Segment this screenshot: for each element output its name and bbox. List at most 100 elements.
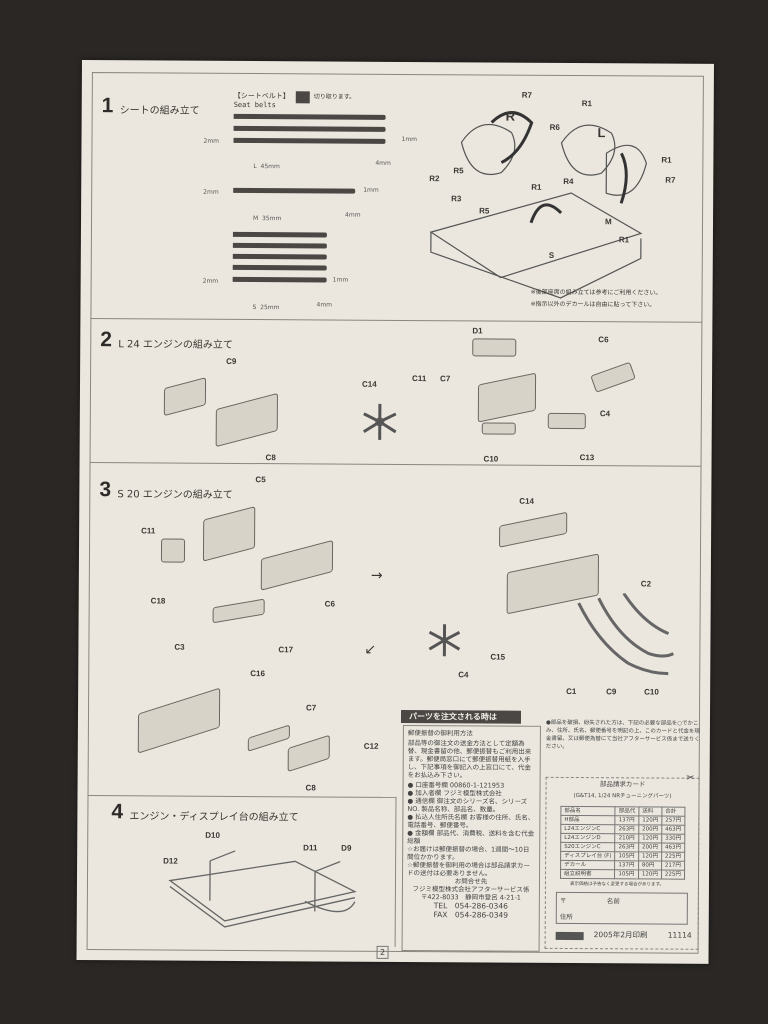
- dim-label: 4mm: [345, 211, 361, 219]
- order-header: パーツを注文される時は: [400, 709, 522, 724]
- table-cell: 200円: [638, 824, 662, 835]
- part-label: C8: [305, 783, 316, 793]
- card-title: 部品請求カード: [599, 780, 646, 789]
- dim-label: 1mm: [363, 186, 379, 194]
- card-note: ☆郵便振替を御利用の場合は部品請求カードの送付は必要ありません。: [407, 861, 530, 878]
- part-label: C5: [255, 475, 266, 485]
- delivery-note: ☆お届けは郵便振替の場合、1週間～10日間位かかります。: [407, 845, 530, 862]
- table-cell: 263円: [615, 842, 639, 852]
- table-cell: 105円: [614, 851, 639, 861]
- belt-l-mark: L 45mm: [253, 163, 280, 171]
- fan-illustration: [428, 624, 461, 657]
- belt-s: [232, 253, 327, 260]
- step-2-title: L 24 エンジンの組み立て: [118, 339, 233, 351]
- table-cell: 330円: [661, 834, 685, 844]
- table-cell: 120円: [638, 833, 662, 844]
- method-body: 部品等の御注文の送金方法として定額為替、現金書留の他、郵便振替もご利用出来ます。…: [407, 739, 532, 780]
- part-label: C4: [599, 409, 611, 419]
- rear-seat-note: ※後部座席の組み立ては参考にご利用ください。: [530, 288, 662, 297]
- table-cell: 463円: [661, 843, 685, 853]
- dim-label: 4mm: [316, 301, 333, 309]
- table-cell: 137円: [614, 860, 639, 870]
- table-cell: 80円: [638, 860, 662, 871]
- table-cell: 137円: [615, 815, 639, 825]
- table-cell: 120円: [638, 851, 662, 862]
- table-cell: L24エンジンD: [560, 833, 616, 843]
- dim-label: 4mm: [375, 159, 391, 167]
- table-cell: 組立説明書: [560, 869, 615, 879]
- part-label: D10: [205, 830, 220, 840]
- belt-s: [232, 242, 327, 249]
- part-label: C3: [174, 642, 185, 652]
- step-4-number: 4: [111, 800, 124, 824]
- column-header: 送料: [638, 806, 662, 817]
- step-3-number: 3: [99, 478, 112, 502]
- product-code: 11114: [667, 930, 692, 940]
- belt-m: [233, 187, 356, 194]
- oil-pan: [481, 422, 516, 435]
- part-label: D1: [472, 326, 483, 336]
- part-label: C10: [483, 454, 499, 464]
- logo-mark: [555, 931, 584, 941]
- table-cell: 120円: [638, 815, 662, 826]
- belt-s-mark: S 25mm: [252, 304, 280, 312]
- part-label: C9: [606, 687, 617, 697]
- part-label: C11: [141, 526, 156, 536]
- table-cell: S20エンジンC: [560, 842, 616, 852]
- display-stand-illustration: [168, 850, 357, 928]
- belt-l: [233, 137, 386, 144]
- valve-cover: [472, 338, 517, 357]
- column-header: 部品名: [560, 806, 616, 816]
- step-2-number: 2: [100, 328, 113, 352]
- seatbelt-heading: 【シートベルト】: [233, 91, 290, 101]
- part-label: C1: [566, 686, 577, 697]
- column-header: 部品代: [615, 806, 639, 816]
- field-row: ● 金額欄 部品代、消費税、送料を含む代金総額: [407, 829, 535, 846]
- table-cell: L24エンジンC: [560, 824, 616, 834]
- exhaust-pipes-illustration: [577, 592, 675, 676]
- card-subtitle: (G&T14, 1/24 NRチューニングパーツ): [573, 793, 672, 800]
- belt-m-mark: M 35mm: [253, 215, 282, 223]
- part-label: R7: [521, 90, 533, 100]
- field-row: ● 通信欄 御注文のシリーズ名、シリーズ NO. 製品名称、部品名、数量。: [407, 797, 528, 814]
- part-label: C18: [150, 596, 166, 606]
- cut-note: 切り取ります。: [313, 93, 356, 101]
- step-3-title: S 20 エンジンの組み立て: [117, 489, 233, 501]
- decal-note: ※指示以外のデカールは自由に貼って下さい。: [530, 300, 656, 309]
- part-label: R6: [549, 122, 560, 132]
- dim-label: 2mm: [203, 188, 219, 196]
- bracket-part: [160, 538, 186, 563]
- table-cell: 263円: [615, 824, 639, 834]
- part-label: C12: [363, 741, 379, 751]
- dim-label: 2mm: [203, 137, 220, 145]
- part-label: C8: [265, 453, 276, 463]
- step-1-title: シートの組み立て: [119, 105, 200, 117]
- seatbelt-subheading: Seat belts: [233, 100, 276, 110]
- postal-transfer-box: 郵便振替の御利用方法 部品等の御注文の送金方法として定額為替、現金書留の他、郵便…: [401, 724, 541, 952]
- table-cell: デカール: [560, 860, 615, 870]
- field-row: ● 払込人住所氏名欄 お客様の住所、氏名、電話番号、郵便番号。: [407, 813, 535, 830]
- belt-l: [233, 125, 386, 132]
- part-label: L: [597, 125, 606, 141]
- step-1-number: 1: [101, 94, 114, 118]
- arrow-right-icon: →: [370, 567, 383, 584]
- table-cell: 257円: [661, 816, 685, 826]
- exhaust-manifold: [547, 412, 586, 430]
- part-label: C2: [640, 579, 652, 589]
- name-label: 名前: [606, 897, 620, 906]
- part-label: R7: [665, 175, 676, 185]
- print-date: 2005年2月印刷: [593, 930, 648, 940]
- belt-s: [232, 231, 327, 238]
- part-label: D9: [341, 843, 352, 853]
- part-label: C6: [324, 599, 335, 609]
- order-card-area: ●部品を破損、紛失された方は、下記の必要な部品を○でかこみ、住所、氏名、郵便番号…: [544, 719, 701, 956]
- part-label: S: [548, 250, 555, 260]
- postal-label: 〒: [559, 896, 567, 905]
- part-label: R4: [563, 176, 574, 187]
- table-cell: 210円: [615, 833, 639, 843]
- part-label: D12: [163, 856, 178, 866]
- part-label: R5: [479, 206, 490, 216]
